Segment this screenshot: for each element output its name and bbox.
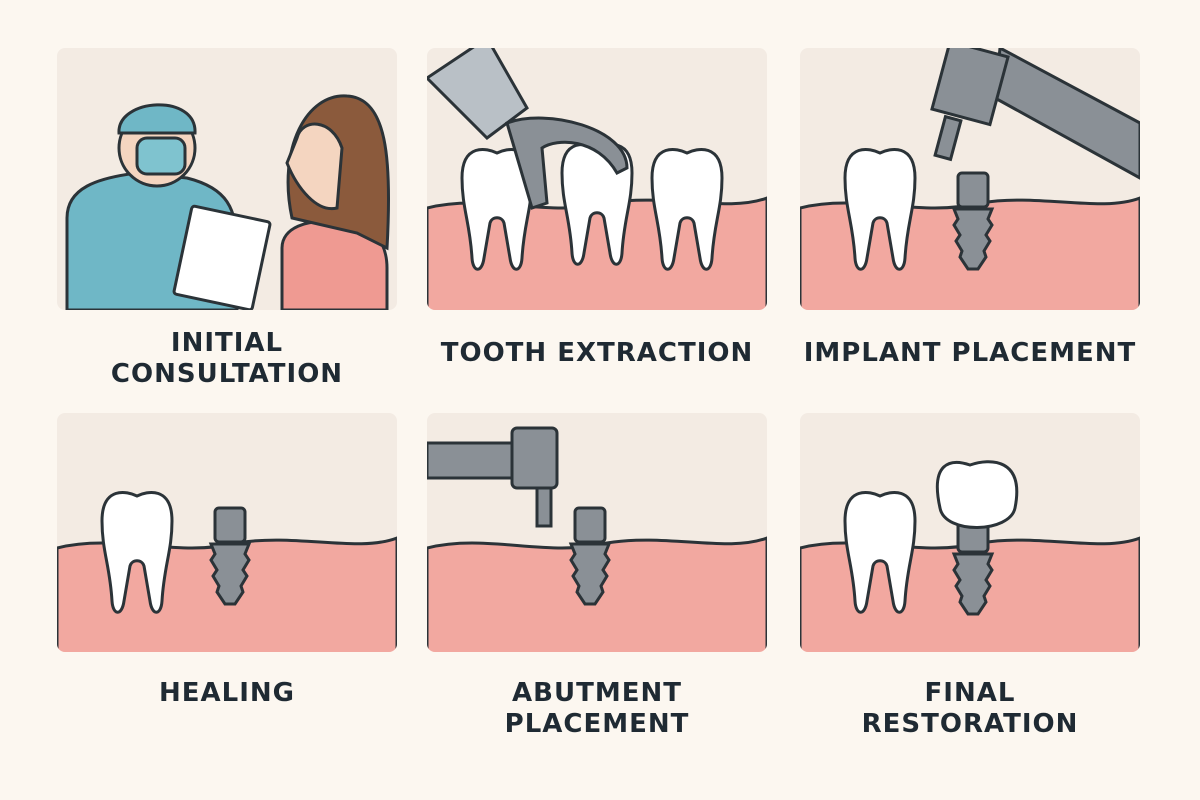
drill-handpiece-icon	[993, 48, 1140, 180]
abutment-illustration	[427, 426, 767, 652]
label-final-restoration: FINAL RESTORATION	[800, 678, 1140, 740]
label-line: RESTORATION	[861, 709, 1079, 739]
handpiece-icon	[427, 441, 519, 480]
label-line: CONSULTATION	[110, 359, 344, 389]
label-line: HEALING	[159, 678, 295, 708]
drill-bit-icon	[933, 114, 963, 162]
consultation-illustration	[65, 94, 391, 310]
implant-placement-illustration	[800, 48, 1140, 310]
handpiece-head-icon	[510, 426, 559, 490]
panel-initial-consultation	[57, 48, 397, 310]
extraction-illustration	[427, 48, 767, 310]
panel-tooth-extraction	[427, 48, 767, 310]
label-line: ABUTMENT	[512, 678, 682, 708]
label-initial-consultation: INITIAL CONSULTATION	[57, 328, 397, 390]
face-mask	[135, 136, 187, 176]
clipboard	[172, 204, 272, 310]
panel-healing	[57, 413, 397, 652]
surgical-cap	[117, 103, 197, 135]
label-line: TOOTH EXTRACTION	[440, 338, 754, 368]
healing-illustration	[57, 490, 397, 652]
restoration-illustration	[800, 460, 1140, 652]
crown-icon	[935, 460, 1019, 529]
label-implant-placement: IMPLANT PLACEMENT	[800, 338, 1140, 369]
forceps-handle-icon	[427, 48, 529, 140]
panel-implant-placement	[800, 48, 1140, 310]
panel-final-restoration	[800, 413, 1140, 652]
label-tooth-extraction: TOOTH EXTRACTION	[427, 338, 767, 369]
drill-head-icon	[930, 48, 1010, 127]
label-line: FINAL	[924, 678, 1016, 708]
screwdriver-bit-icon	[535, 486, 553, 528]
label-line: INITIAL	[170, 328, 284, 358]
label-line: IMPLANT PLACEMENT	[803, 338, 1137, 368]
label-healing: HEALING	[57, 678, 397, 709]
forceps-icon	[505, 116, 629, 210]
label-abutment-placement: ABUTMENT PLACEMENT	[427, 678, 767, 740]
panel-abutment-placement	[427, 413, 767, 652]
patient-face	[285, 122, 344, 211]
label-line: PLACEMENT	[504, 709, 690, 739]
